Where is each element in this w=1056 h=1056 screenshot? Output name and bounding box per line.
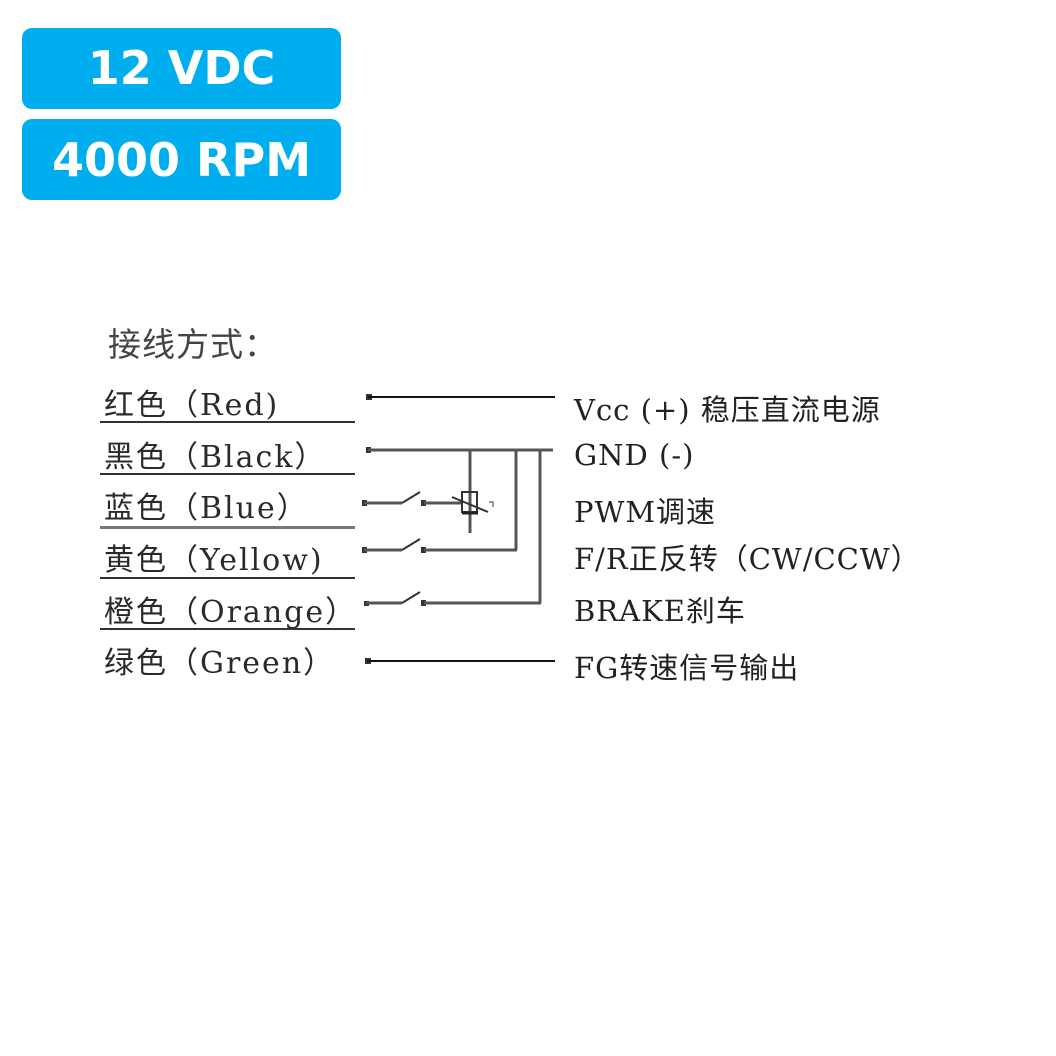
red-wire-line [366,394,555,400]
wire-label-blue: 蓝色（Blue） [104,491,309,526]
voltage-badge: 12 VDC [22,28,341,109]
black-wire-ground-bus [366,447,553,603]
function-vcc: Vcc (+) 稳压直流电源 [574,393,881,427]
separator [100,473,355,475]
wire-label-yellow: 黄色（Yellow) [104,543,324,578]
function-gnd: GND (-) [574,438,695,472]
separator [100,526,355,529]
speed-badge: 4000 RPM [22,119,341,200]
wire-label-black: 黑色（Black） [104,440,327,475]
separator [100,628,355,630]
wire-label-orange: 橙色（Orange） [104,595,358,630]
function-fg: FG转速信号输出 [574,651,800,685]
wire-label-green: 绿色（Green） [104,646,336,681]
function-pwm: PWM调速 [574,495,717,529]
green-wire-line [365,658,555,664]
wire-label-red: 红色（Red) [104,388,280,423]
separator [100,421,355,423]
orange-wire-switch [364,591,541,606]
separator [100,577,355,579]
wiring-title: 接线方式： [108,325,278,364]
function-fr: F/R正反转（CW/CCW） [574,542,921,576]
function-brake: BRAKE刹车 [574,594,746,628]
blue-wire-switch-potentiometer [362,491,494,515]
yellow-wire-switch [362,538,517,553]
